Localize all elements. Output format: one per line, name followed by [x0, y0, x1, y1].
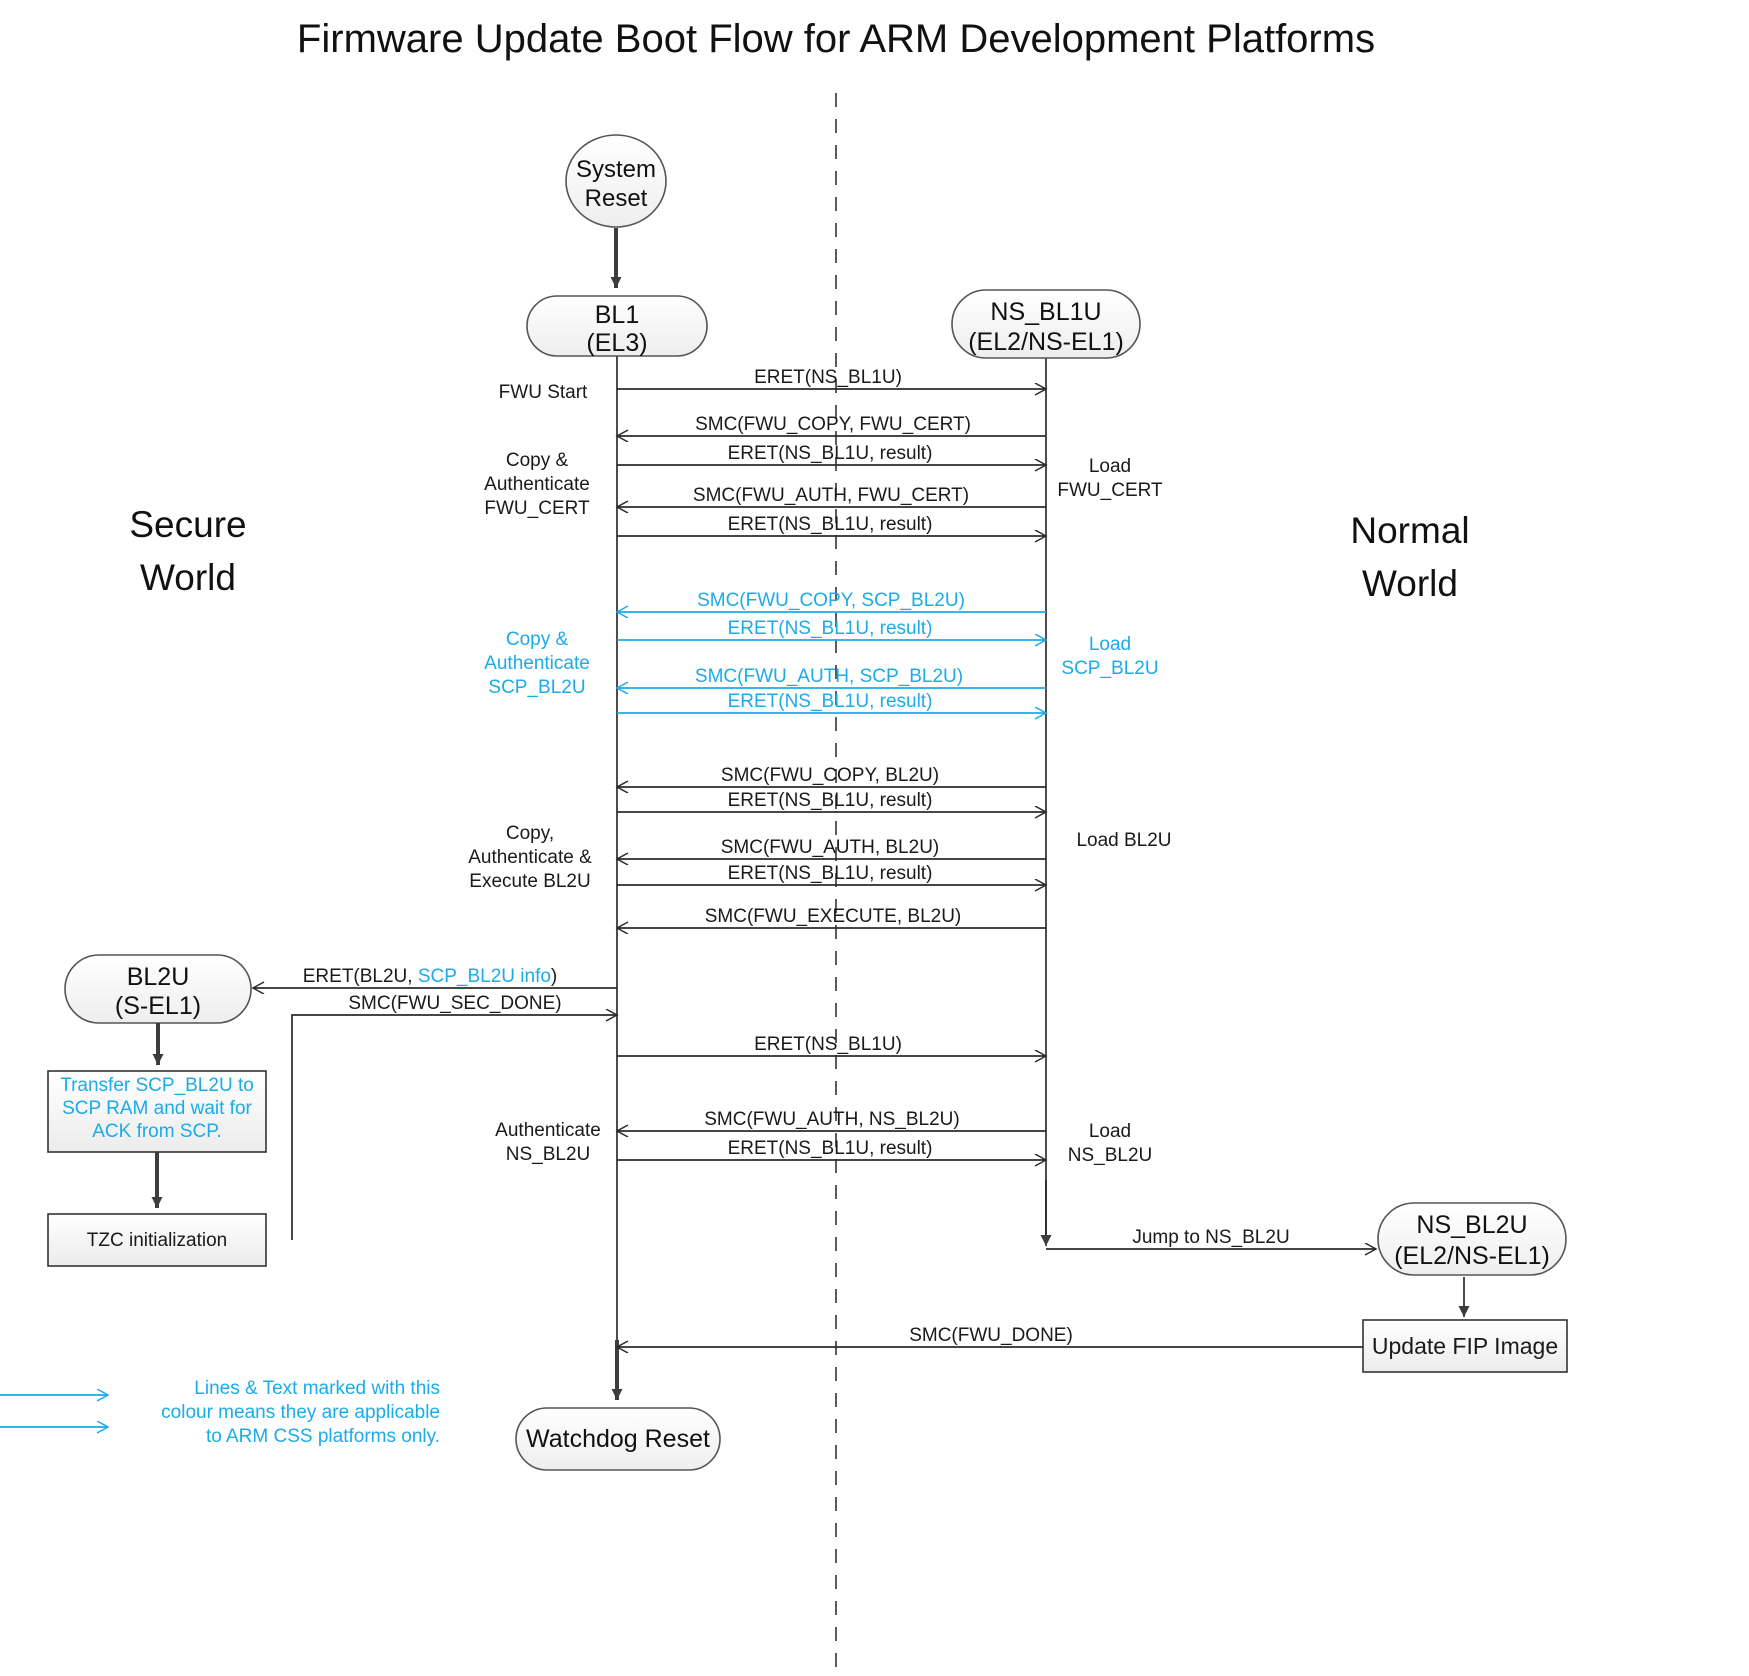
node-ns-bl2u-label-line2: (EL2/NS-EL1)	[1394, 1242, 1550, 1270]
msg-label-m19: ERET(NS_BL1U, result)	[728, 1138, 933, 1159]
box-transfer-line1: Transfer SCP_BL2U to	[60, 1075, 254, 1096]
msg-label-smc-sec-done: SMC(FWU_SEC_DONE)	[348, 993, 561, 1014]
msg-label-m14: SMC(FWU_EXECUTE, BL2U)	[705, 906, 962, 927]
box-update-fip-label: Update FIP Image	[1372, 1333, 1558, 1359]
left-annotation-a4-line1: Copy,	[506, 823, 554, 844]
node-ns-bl2u-label-line1: NS_BL2U	[1416, 1211, 1527, 1239]
box-tzc-initialization[interactable]	[47, 1213, 267, 1267]
node-bl1-label-line2: (EL3)	[586, 329, 647, 357]
eret-bl2u-post: )	[551, 966, 557, 987]
node-watchdog-reset[interactable]	[515, 1407, 721, 1471]
right-annotation-r3-line1: Load BL2U	[1076, 830, 1171, 851]
node-bl2u-label-line1: BL2U	[127, 963, 190, 991]
node-ns-bl1u-label-line1: NS_BL1U	[990, 298, 1101, 326]
msg-label-m11: ERET(NS_BL1U, result)	[728, 790, 933, 811]
left-annotation-a5-line2: NS_BL2U	[506, 1144, 591, 1165]
msg-label-m13: ERET(NS_BL1U, result)	[728, 863, 933, 884]
node-bl1-label-line1: BL1	[595, 301, 639, 329]
right-annotation-r1-line1: Load	[1089, 456, 1131, 477]
left-annotation-a1-line1: FWU Start	[499, 382, 588, 403]
msg-label-m5: ERET(NS_BL1U, result)	[728, 514, 933, 535]
msg-label-m9: ERET(NS_BL1U, result)	[728, 691, 933, 712]
node-system-reset[interactable]	[565, 134, 667, 228]
left-annotation-a3-line3: SCP_BL2U	[488, 677, 585, 698]
msg-label-m17: ERET(NS_BL1U)	[754, 1034, 902, 1055]
box-transfer-line3: ACK from SCP.	[92, 1121, 222, 1142]
msg-label-eret-bl2u: ERET(BL2U, SCP_BL2U info)	[303, 966, 558, 987]
left-annotation-a3-line1: Copy &	[506, 629, 569, 650]
secure-world-label-line1: Secure	[129, 504, 246, 545]
node-system-reset-label-line2: Reset	[585, 185, 648, 212]
msg-label-m18: SMC(FWU_AUTH, NS_BL2U)	[704, 1109, 959, 1130]
left-annotation-a2-line1: Copy &	[506, 450, 569, 471]
right-annotation-r2-line2: SCP_BL2U	[1061, 658, 1158, 679]
legend-line1: Lines & Text marked with this	[194, 1378, 440, 1399]
legend-line2: colour means they are applicable	[161, 1402, 440, 1423]
node-ns-bl1u-label-line2: (EL2/NS-EL1)	[968, 328, 1124, 356]
msg-label-m6: SMC(FWU_COPY, SCP_BL2U)	[697, 590, 965, 611]
node-system-reset-label-line1: System	[576, 156, 656, 183]
node-watchdog-reset-label: Watchdog Reset	[526, 1425, 710, 1453]
msg-label-m2: SMC(FWU_COPY, FWU_CERT)	[695, 414, 971, 435]
page-title: Firmware Update Boot Flow for ARM Develo…	[297, 17, 1375, 61]
msg-label-smc-fwu-done: SMC(FWU_DONE)	[909, 1325, 1073, 1346]
msg-label-m7: ERET(NS_BL1U, result)	[728, 618, 933, 639]
msg-label-m8: SMC(FWU_AUTH, SCP_BL2U)	[695, 666, 963, 687]
right-annotation-r2-line1: Load	[1089, 634, 1131, 655]
legend-line3: to ARM CSS platforms only.	[206, 1426, 440, 1447]
box-tzc-label: TZC initialization	[87, 1230, 227, 1251]
node-bl2u-label-line2: (S-EL1)	[115, 992, 201, 1020]
left-annotation-a4-line2: Authenticate &	[468, 847, 592, 868]
left-annotation-a3-line2: Authenticate	[484, 653, 590, 674]
left-annotation-a2-line3: FWU_CERT	[484, 498, 590, 519]
eret-bl2u-pre: ERET(BL2U,	[303, 966, 418, 987]
eret-bl2u-cyan: SCP_BL2U info	[418, 966, 551, 987]
msg-arrow-smc-sec-done	[291, 1015, 617, 1240]
normal-world-label-line1: Normal	[1350, 510, 1469, 551]
right-annotation-r4-line2: NS_BL2U	[1068, 1145, 1153, 1166]
left-annotation-a5-line1: Authenticate	[495, 1120, 601, 1141]
right-annotation-r1-line2: FWU_CERT	[1057, 480, 1163, 501]
node-ns-bl2u[interactable]	[1377, 1202, 1567, 1276]
msg-label-m1: ERET(NS_BL1U)	[754, 367, 902, 388]
left-annotation-a4-line3: Execute BL2U	[469, 871, 590, 892]
secure-world-label-line2: World	[140, 557, 236, 598]
right-annotation-r4-line1: Load	[1089, 1121, 1131, 1142]
msg-label-m3: ERET(NS_BL1U, result)	[728, 443, 933, 464]
box-transfer-line2: SCP RAM and wait for	[62, 1098, 252, 1119]
msg-label-m10: SMC(FWU_COPY, BL2U)	[721, 765, 939, 786]
msg-label-m12: SMC(FWU_AUTH, BL2U)	[721, 837, 940, 858]
msg-label-jump-ns-bl2u: Jump to NS_BL2U	[1132, 1227, 1289, 1248]
normal-world-label-line2: World	[1362, 563, 1458, 604]
msg-label-m4: SMC(FWU_AUTH, FWU_CERT)	[693, 485, 969, 506]
box-update-fip-image[interactable]	[1362, 1319, 1568, 1373]
left-annotation-a2-line2: Authenticate	[484, 474, 590, 495]
